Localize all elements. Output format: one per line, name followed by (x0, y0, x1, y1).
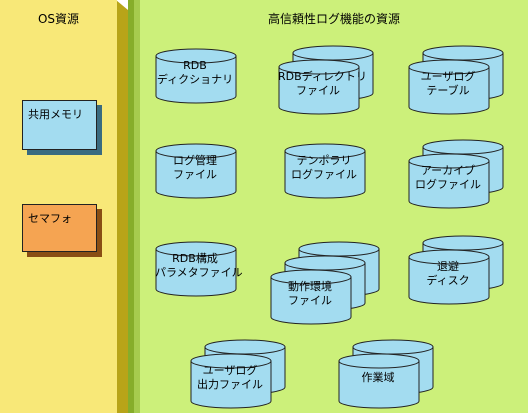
cylinder-label-line: ディクショナリ (156, 73, 234, 86)
cylinder-top (284, 255, 366, 271)
cylinder-body (408, 256, 490, 305)
cylinder-top (292, 45, 374, 61)
cylinder-label-line: ログ管理 (173, 154, 217, 167)
cylinder-top (284, 143, 366, 159)
cylinder-top (408, 59, 490, 75)
cylinder-rdb-directory-file (278, 45, 374, 115)
cylinder-work-area (338, 339, 434, 409)
cylinder-operation-env-file (270, 241, 380, 325)
shared-memory-label: 共用メモリ (28, 108, 83, 121)
cylinder-archive-log-file (408, 139, 504, 209)
cylinder-top (278, 59, 360, 75)
cylinder-label-line: 動作環境 (288, 280, 332, 293)
cylinder-label-user-log-output-file: ユーザログ出力ファイル (190, 364, 270, 392)
cylinder-evacuation-disk (408, 235, 504, 305)
cylinder-body (338, 360, 420, 409)
cylinder-label-line: ユーザログ (420, 70, 476, 83)
cylinder-top (298, 241, 380, 257)
cylinder-top (190, 353, 272, 369)
cylinder-label-line: RDB (183, 59, 207, 72)
cylinder-label-line: ユーザログ (202, 364, 258, 377)
os-panel-side (116, 0, 128, 413)
cylinder-log-management-file (155, 143, 237, 199)
cylinder-label-line: RDB構成 (172, 252, 218, 265)
cylinder-body (284, 150, 366, 199)
cylinder-top (155, 241, 237, 257)
cylinder-label-line: 退避 (437, 260, 459, 273)
cylinder-label-line: ファイル (288, 294, 332, 307)
cylinder-top (155, 48, 237, 64)
cylinder-label-line: ログファイル (291, 168, 357, 181)
cylinder-body (155, 150, 237, 199)
cylinder-body (408, 66, 490, 115)
cylinder-temporary-log-file (284, 143, 366, 199)
cylinder-top (204, 339, 286, 355)
cylinder-label-line: 作業域 (361, 371, 395, 384)
cylinder-label-work-area: 作業域 (338, 371, 418, 385)
cylinder-label-line: テンポラリ (296, 154, 352, 167)
cylinder-label-line: アーカイブ (420, 164, 476, 177)
cylinder-label-archive-log-file: アーカイブログファイル (408, 164, 488, 192)
cylinder-top (352, 339, 434, 355)
cylinder-body (270, 276, 352, 325)
cylinder-top (270, 269, 352, 285)
shared-memory-box: 共用メモリ (22, 100, 102, 155)
cylinder-body (155, 248, 237, 297)
cylinder-label-rdb-directory-file: RDBディレクトリファイル (278, 70, 367, 98)
cylinder-rdb-config-param-file (155, 241, 237, 297)
cylinder-top (155, 143, 237, 159)
cylinder-body (190, 360, 272, 409)
cylinder-user-log-table (408, 45, 504, 115)
semaphore-label: セマフォ (28, 212, 72, 225)
cylinder-label-rdb-config-param-file: RDB構成パラメタファイル (155, 252, 243, 280)
cylinder-body (155, 55, 237, 104)
cylinder-body (278, 66, 360, 115)
resources-panel-title: 高信頼性ログ機能の資源 (267, 12, 400, 26)
cylinder-top (422, 139, 504, 155)
cylinder-label-line: ディスク (426, 274, 470, 287)
cylinder-label-line: RDBディレクトリ (278, 70, 367, 83)
cylinder-label-line: パラメタファイル (155, 266, 243, 279)
cylinder-top (422, 235, 504, 251)
cylinder-label-line: 出力ファイル (197, 378, 263, 391)
cylinder-top (422, 45, 504, 61)
semaphore-box: セマフォ (22, 204, 102, 257)
cylinder-label-log-management-file: ログ管理ファイル (155, 154, 235, 182)
cylinder-user-log-output-file (190, 339, 286, 409)
cylinder-label-temporary-log-file: テンポラリログファイル (284, 154, 364, 182)
os-panel-title: OS資源 (37, 12, 80, 26)
cylinder-top (408, 249, 490, 265)
cylinder-rdb-dictionary (155, 48, 237, 104)
cylinder-label-line: テーブル (426, 84, 470, 97)
cylinder-label-line: ファイル (173, 168, 217, 181)
cylinder-top (408, 153, 490, 169)
cylinder-top (338, 353, 420, 369)
cylinder-label-line: ログファイル (415, 178, 481, 191)
cylinder-label-user-log-table: ユーザログテーブル (408, 70, 488, 98)
cylinder-label-evacuation-disk: 退避ディスク (408, 260, 488, 288)
cylinder-label-operation-env-file: 動作環境ファイル (270, 280, 350, 308)
cylinder-label-line: ファイル (296, 84, 340, 97)
cylinder-body (408, 160, 490, 209)
